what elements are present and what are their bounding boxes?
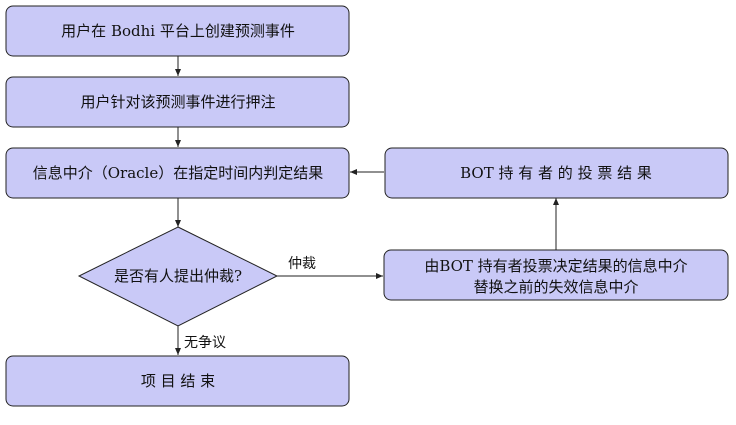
- node-project-end: 项 目 结 束: [5, 355, 350, 407]
- node-oracle-judge-label: 信息中介（Oracle）在指定时间内判定结果: [33, 164, 324, 182]
- node-replace-oracle-line1: 由BOT 持有者投票决定结果的信息中介: [424, 257, 687, 275]
- node-place-bet-label: 用户针对该预测事件进行押注: [80, 93, 275, 111]
- node-replace-oracle: 由BOT 持有者投票决定结果的信息中介 替换之前的失效信息中介: [383, 249, 729, 301]
- node-oracle-judge: 信息中介（Oracle）在指定时间内判定结果: [5, 147, 350, 199]
- node-arbitration-decision: 是否有人提出仲裁?: [77, 226, 279, 327]
- node-place-bet: 用户针对该预测事件进行押注: [5, 76, 350, 128]
- node-bot-vote-result-label: BOT 持 有 者 的 投 票 结 果: [460, 164, 652, 182]
- edge-label-arbitration: 仲裁: [288, 256, 316, 272]
- node-create-event: 用户在 Bodhi 平台上创建预测事件: [5, 5, 350, 57]
- edge-label-no-dispute: 无争议: [184, 335, 226, 351]
- node-create-event-label: 用户在 Bodhi 平台上创建预测事件: [61, 22, 295, 40]
- node-project-end-label: 项 目 结 束: [141, 372, 215, 390]
- node-bot-vote-result: BOT 持 有 者 的 投 票 结 果: [384, 147, 729, 199]
- node-replace-oracle-line2: 替换之前的失效信息中介: [473, 278, 638, 296]
- node-arbitration-decision-label: 是否有人提出仲裁?: [114, 267, 242, 285]
